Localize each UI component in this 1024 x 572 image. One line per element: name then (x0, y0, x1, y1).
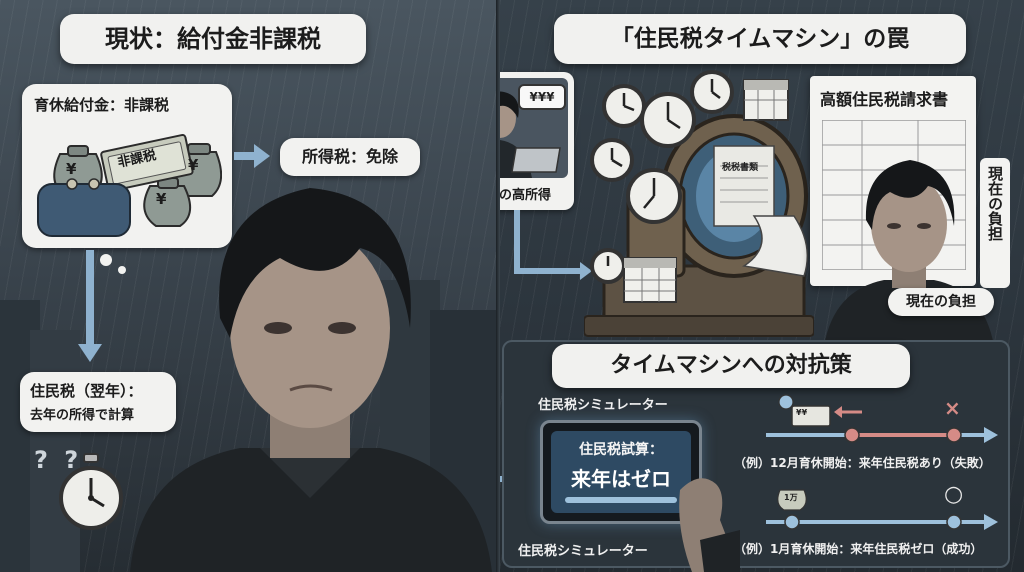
arrow-head-right (580, 262, 592, 280)
example-fail: （例）12月育休開始：来年住民税あり（失敗） (734, 456, 991, 470)
yen-symbol: ¥ (188, 156, 199, 174)
arrow-to-machine (514, 268, 582, 274)
calendar-icon (623, 257, 677, 303)
simulator-label-bottom: 住民税シミュレーター (518, 544, 648, 559)
resident-tax-callout: 住民税（翌年）： 去年の所得で計算 (20, 372, 176, 432)
right-panel: 「住民税タイムマシン」の罠 ¥¥¥ 去年の高所得 (500, 0, 1024, 572)
tablet-progress-bar (565, 497, 677, 503)
resident-tax-line2: 去年の所得で計算 (30, 408, 135, 423)
thought-dot (118, 266, 126, 274)
arrow-head-right (254, 144, 270, 168)
wallet-money-icon (37, 134, 222, 237)
banknote-icon (100, 134, 194, 192)
arrow-down (86, 250, 94, 346)
timeline-fail (766, 394, 998, 443)
simulator-label-top: 住民税シミュレーター (538, 398, 668, 413)
stressed-person-illustration (824, 160, 994, 346)
example-success: （例）1月育休開始：来年住民税ゼロ（成功） (734, 542, 983, 556)
hand-illustration (679, 478, 740, 572)
arrow-head-down (78, 344, 102, 362)
calendar-icon (743, 79, 789, 121)
last-year-card: ¥¥¥ 去年の高所得 (500, 72, 574, 210)
resident-tax-line1: 住民税（翌年）： (30, 382, 143, 400)
yen-symbol: ¥ (156, 190, 167, 208)
speech-bubble: ¥¥¥ (518, 84, 566, 110)
time-machine-illustration (584, 70, 814, 337)
vertical-burden-label: 現在の負担 (980, 158, 1010, 288)
trap-title: 「住民税タイムマシン」の罠 (554, 14, 966, 64)
money-bag-icon (143, 177, 191, 227)
left-panel: 現状：給付金非課税 育休給付金：非課税 (0, 0, 500, 572)
bill-title: 高額住民税請求書 (820, 90, 949, 109)
building (30, 330, 80, 572)
page-title: 現状：給付金非課税 (60, 14, 366, 64)
clock-icon (640, 92, 696, 148)
clock-icon (626, 168, 682, 224)
simulator-tablet[interactable]: 住民税試算： 来年はゼロ (540, 420, 702, 524)
clock-icon (590, 248, 626, 284)
tablet-line1: 住民税試算： (579, 442, 663, 458)
clock-icon (590, 138, 634, 182)
benefit-label: 育休給付金：非課税 (34, 96, 170, 114)
arrow-right (234, 152, 256, 160)
yen-symbol: ¥ (66, 160, 77, 178)
income-tax-label: 所得税：免除 (280, 138, 420, 176)
bag-label: 1万 (784, 493, 798, 502)
tired-person-illustration (130, 188, 492, 572)
cash-icon (791, 405, 831, 427)
thought-dot (100, 254, 112, 266)
last-year-label: 去年の高所得 (500, 188, 551, 203)
benefit-callout: 育休給付金：非課税 (22, 84, 232, 248)
question-marks: ? ? (34, 446, 83, 474)
tablet-line2: 来年はゼロ (571, 467, 671, 491)
fail-cross-mark: × (944, 396, 961, 420)
success-circle-mark: ○ (944, 482, 964, 507)
stopwatch-icon (59, 453, 123, 530)
machine-paper-label: 税税書類 (722, 163, 759, 173)
cash-label: ¥¥ (796, 408, 808, 417)
current-burden-label: 現在の負担 (888, 288, 994, 316)
clock-icon (602, 84, 646, 128)
clock-badge-icon (778, 394, 794, 410)
timeline-success (766, 489, 998, 530)
money-bag-icon (777, 489, 807, 511)
wallet-icon (37, 178, 131, 237)
clock-icon (690, 70, 734, 114)
countermeasure-title: タイムマシンへの対抗策 (552, 344, 910, 388)
arrow-to-machine (514, 210, 520, 272)
